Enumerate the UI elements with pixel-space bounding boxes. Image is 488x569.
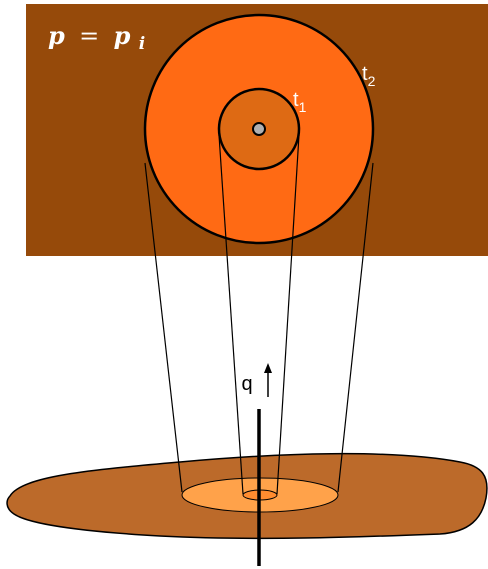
projection-lines (144, 134, 374, 495)
up-arrow-icon (264, 363, 272, 373)
projection-line-inner-right (276, 134, 300, 495)
pressure-lhs: p (48, 21, 65, 50)
well-dot-icon (252, 122, 266, 136)
pressure-subscript: i (139, 34, 145, 54)
t2-label: t2 (362, 63, 376, 89)
pressure-equals: = (79, 22, 99, 50)
projection-line-inner-left (218, 134, 244, 495)
projection-line-outer-left (144, 162, 183, 493)
flow-label: q (241, 373, 252, 395)
pressure-label: p = p i (48, 21, 145, 54)
projection-line-outer-right (337, 162, 374, 493)
t1-label: t1 (293, 89, 307, 115)
pressure-rhs: p (114, 21, 131, 50)
